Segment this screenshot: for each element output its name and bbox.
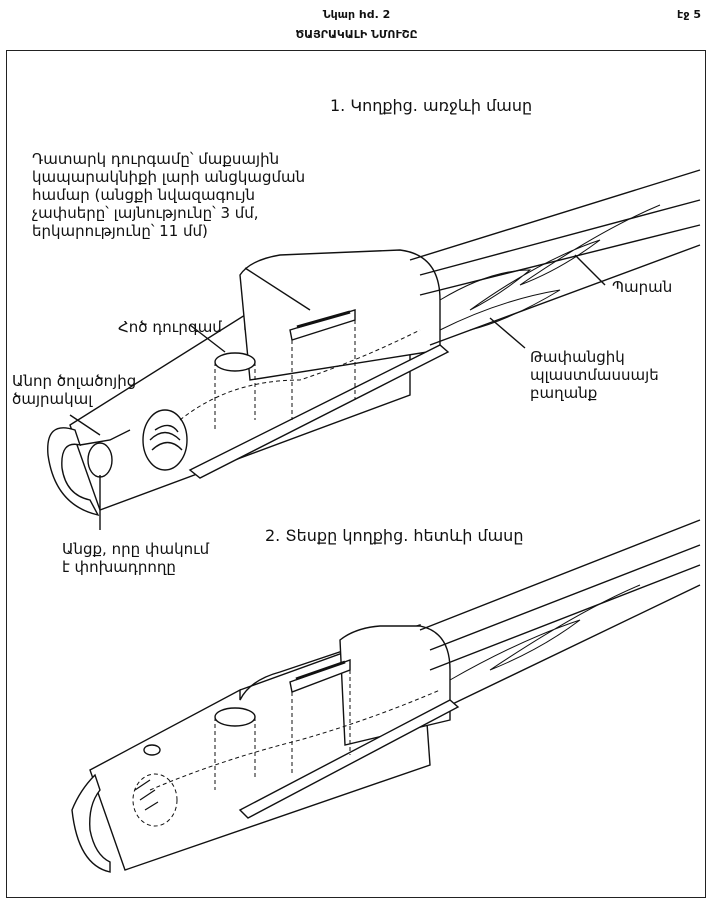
cable2 — [419, 519, 701, 711]
page-number: էջ 5 — [677, 8, 701, 21]
arrow-cable — [574, 254, 606, 286]
figure2-title: 2. Տեսքը կողքից. հետևի մասը — [265, 526, 524, 545]
figure-frame — [6, 50, 706, 898]
figure1-drawing — [47, 169, 701, 530]
figure-caption: Նկար hd. 2 — [322, 8, 391, 21]
arrow-slot — [244, 267, 311, 311]
label-slot: Դատարկ դուրգամը՝ մաքսային կապարակնիքի լա… — [32, 150, 306, 240]
weld-disc — [214, 352, 256, 372]
arrow-weld — [189, 324, 226, 353]
sleeve2 — [339, 625, 451, 746]
tube2-open-end — [71, 773, 111, 873]
label-tube: Անոր ծոլածոյից ծայրակալ — [12, 372, 137, 408]
label-weld: Հոծ դուրգամ — [118, 318, 222, 336]
cable — [409, 169, 701, 346]
tube-open-end — [47, 427, 100, 517]
document-title: ԾԱՅՐԱԿԱԼԻ ՆՄՈՒՇԸ — [295, 28, 418, 41]
plate — [188, 344, 450, 479]
plate2 — [238, 699, 460, 819]
label-cable: Պարան — [612, 278, 673, 296]
figure1-title: 1. Կողքից. առջևի մասը — [330, 96, 533, 115]
figure2-drawing — [71, 519, 701, 873]
label-sheath: Թափանցիկ պլաստմասսայե բաղանք — [530, 348, 659, 402]
arrow-tube — [69, 414, 101, 436]
label-hole: Անցք, որը փակում է փոխադրողը — [62, 540, 210, 576]
cable-core — [142, 409, 188, 471]
hole — [87, 442, 113, 478]
arrow-sheath — [489, 317, 526, 349]
weld-disc2 — [214, 707, 256, 727]
